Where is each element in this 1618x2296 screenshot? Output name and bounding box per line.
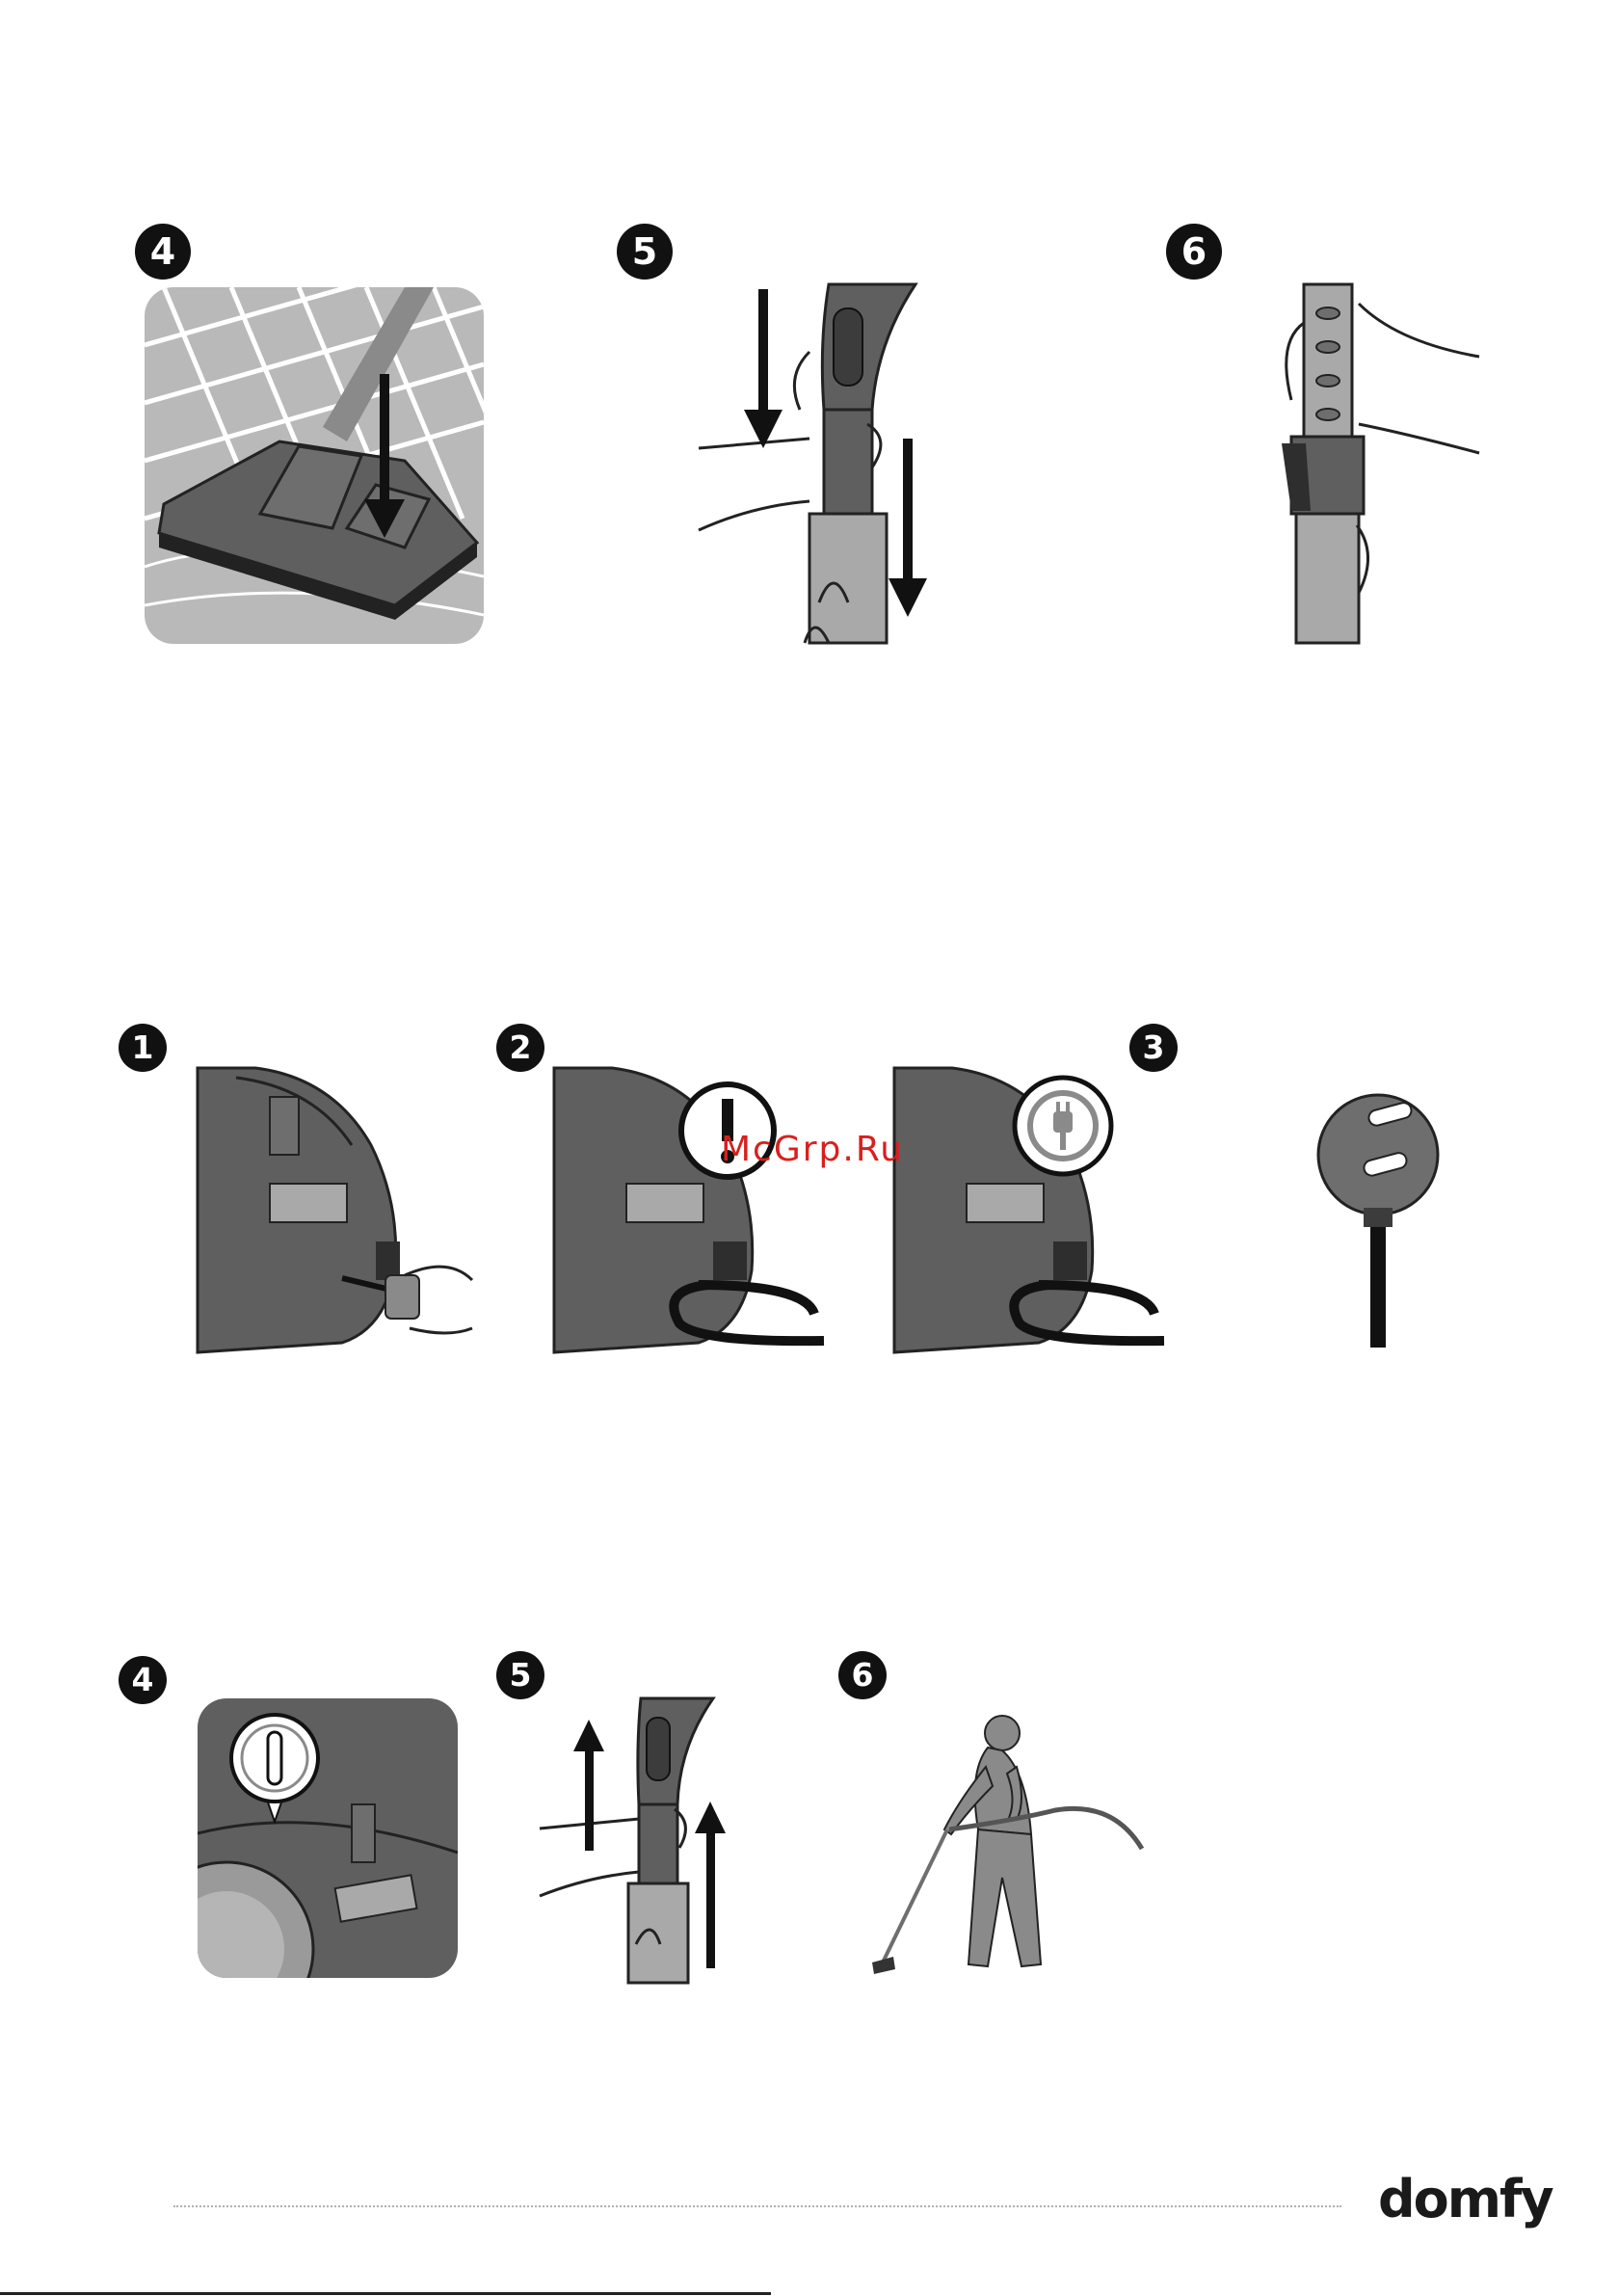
step-number-badge: 1 [119,1024,167,1072]
cord-pull-icon [198,1068,477,1352]
brand-logo: domfy [1378,2169,1552,2229]
watermark-text: McGrp.Ru [721,1130,904,1169]
tube-remove-icon [535,1698,728,1983]
step-number-badge: 2 [496,1024,544,1072]
step-number-badge: 6 [838,1651,887,1699]
cord-rewind-icon [894,1068,1174,1352]
footer-divider [173,2205,1341,2207]
person-vacuuming-icon [872,1704,1152,1984]
step-number-badge: 4 [135,224,191,280]
plug-icon [1320,1087,1455,1348]
cord-warning-icon [554,1068,834,1352]
power-button-icon [198,1698,458,1978]
tube-insert-icon [694,284,935,643]
step-number-badge: 6 [1166,224,1222,280]
floor-brush-icon [145,287,484,644]
page-edge-line [0,2292,771,2295]
step-number-badge: 4 [119,1656,167,1704]
telescopic-tube-icon [1253,284,1494,643]
step-number-badge: 3 [1129,1024,1178,1072]
step-number-badge: 5 [617,224,673,280]
step-number-badge: 5 [496,1651,544,1699]
